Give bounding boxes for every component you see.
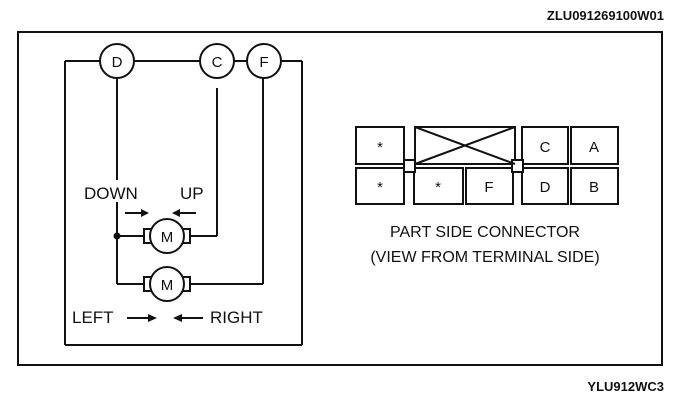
connector-cell-bottom-2 [413,167,464,205]
terminal-f-circle [246,43,282,79]
connector-caption-line2: (VIEW FROM TERMINAL SIDE) [370,249,599,266]
label-left: LEFT [72,308,114,327]
label-right: RIGHT [210,308,263,327]
junction-dot [113,232,121,240]
connector-cell-top-1 [355,126,405,165]
connector-cell-bottom-d [521,167,569,205]
connector-label-bottom-d: D [540,179,551,196]
connector-cell-top-c [521,126,569,165]
arrow-right-head [173,314,182,322]
up-label-backing [178,180,214,202]
arrow-left-head [148,314,157,322]
connector-label-bottom-f: F [484,179,493,196]
connector-cell-bottom-f [465,167,514,205]
motor-updown-label: M [161,229,174,246]
connector-lock-tab-right [511,159,524,173]
motor-leftright-circle [149,266,185,302]
motor-leftright-label: M [161,277,174,294]
terminal-f-label: F [259,54,268,71]
connector-cell-bottom-1 [355,167,405,205]
motor-leftright: M [143,266,191,302]
part-side-connector [355,126,619,205]
terminal-d-label: D [112,54,123,71]
terminal-c-circle [199,43,235,79]
terminal-d-circle [99,43,135,79]
connector-label-bottom-2: * [435,179,441,196]
terminal-c-label: C [212,54,223,71]
connector-label-bottom-b: B [589,179,599,196]
connector-label-bottom-1: * [377,179,383,196]
connector-label-top-a: A [589,139,599,156]
leftright-arrows [127,314,203,322]
label-up: UP [180,184,204,203]
terminal-d: D [99,43,135,79]
connector-caption-line1: PART SIDE CONNECTOR [390,224,580,241]
header-code: ZLU091269100W01 [547,8,664,23]
connector-cell-bottom-b [570,167,619,205]
terminal-f: F [246,43,282,79]
arrow-up-head [172,209,180,217]
connector-label-top-c: C [540,139,551,156]
wiring-schematic [64,60,303,346]
outer-frame [17,31,663,366]
motor-updown-circle [149,218,185,254]
connector-label-top-1: * [377,139,383,156]
footer-code: YLU912WC3 [587,379,664,394]
connector-cell-top-a [570,126,619,165]
updown-arrows [125,209,196,217]
terminal-c: C [199,43,235,79]
label-down: DOWN [84,184,138,203]
motor-updown: M [143,218,191,254]
down-label-backing [82,180,152,202]
connector-blank-cross [414,126,516,165]
arrow-down-head [141,209,149,217]
cross-line-2 [414,126,516,165]
connector-lock-tab-left [403,159,416,173]
